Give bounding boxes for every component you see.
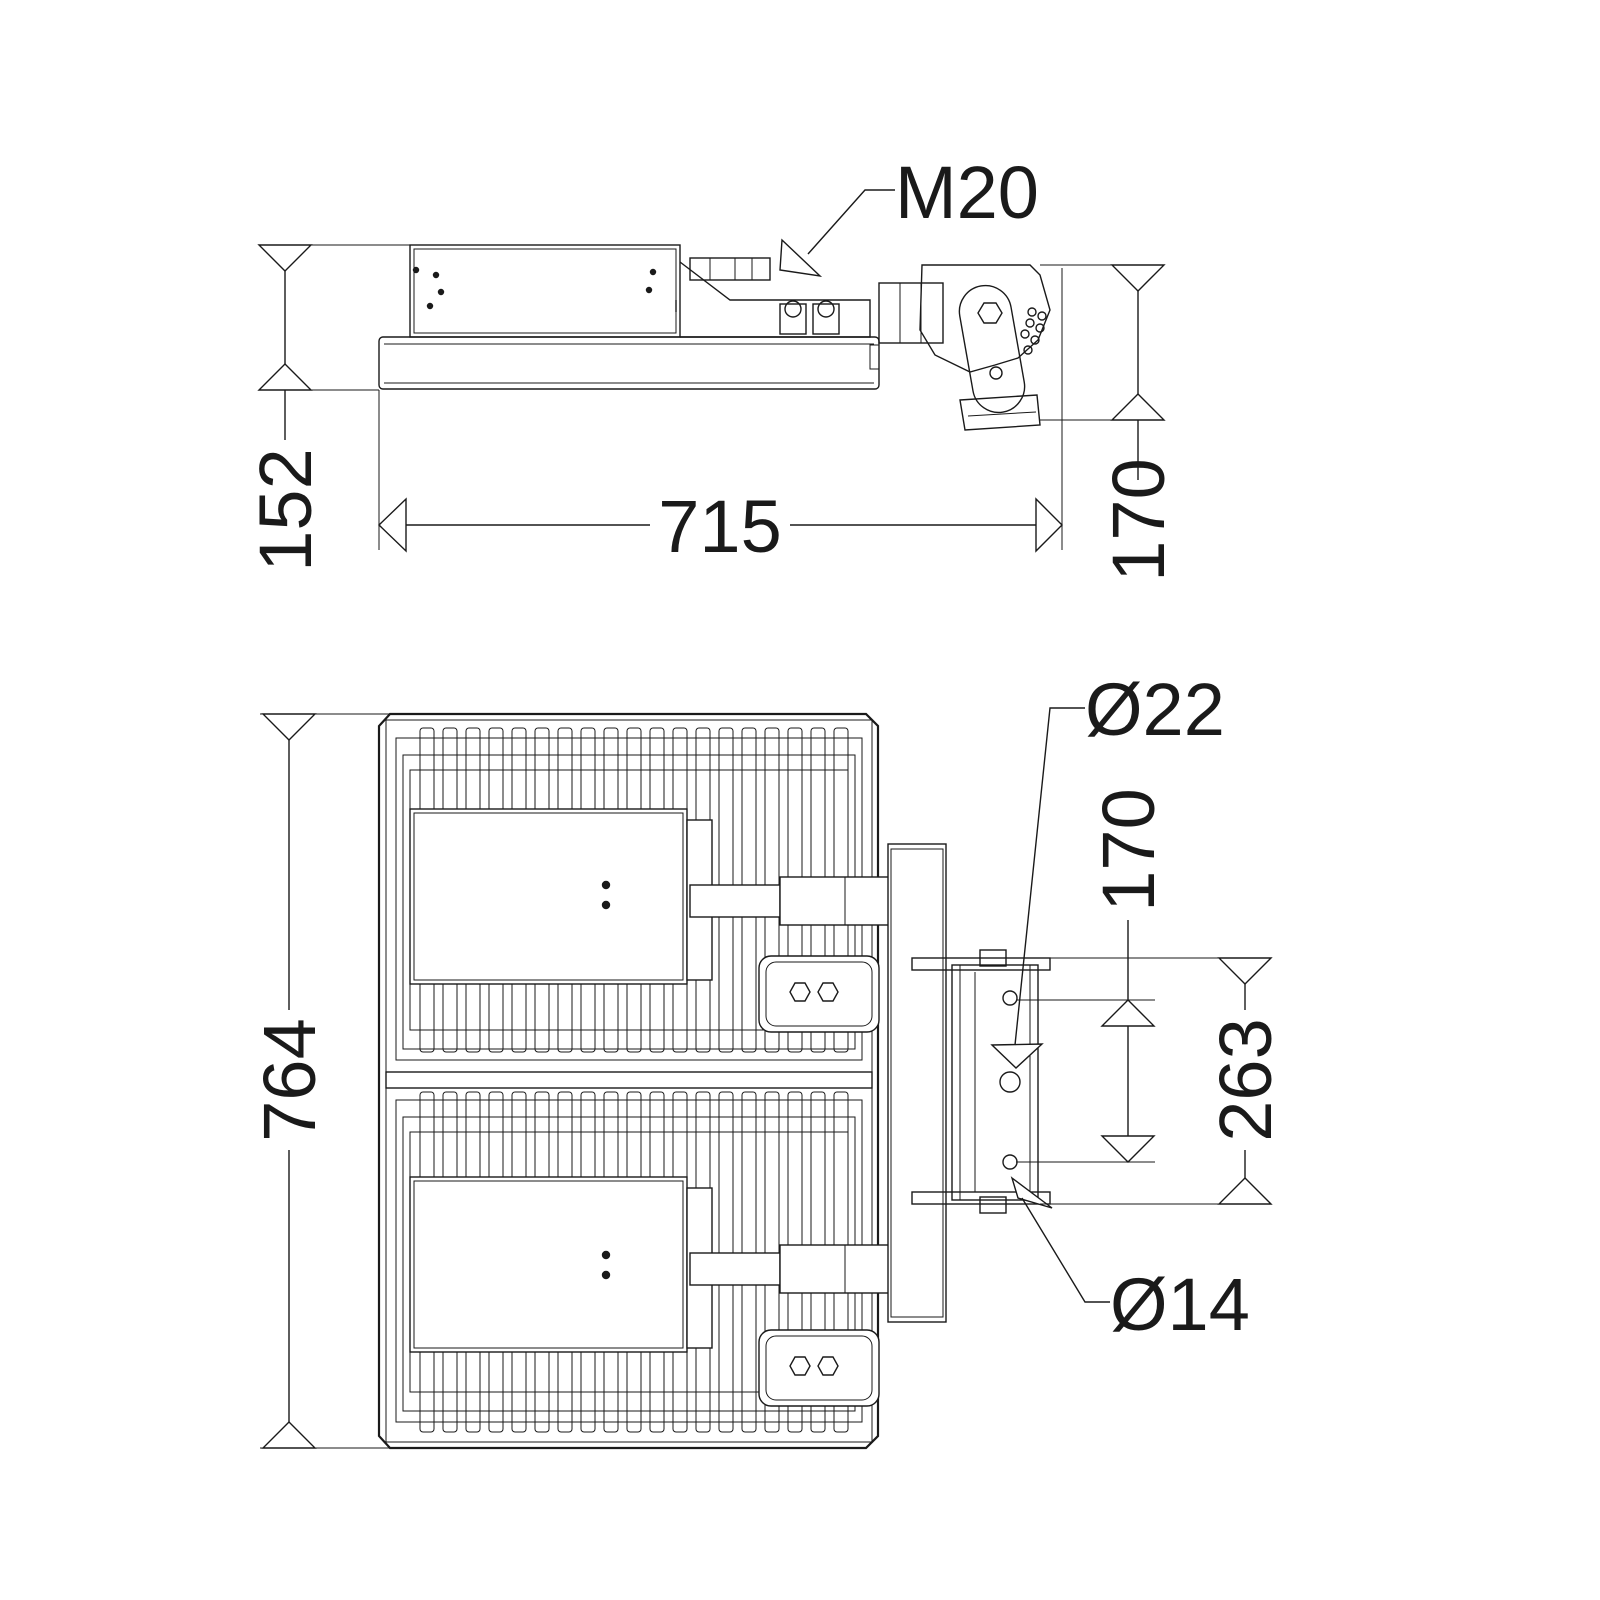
mounting-plate: [887, 843, 947, 1323]
connector-clamp: [779, 1244, 891, 1294]
label-d22: Ø22: [1085, 668, 1225, 751]
dim-side-height: 152: [244, 448, 327, 571]
rotating-arm: [958, 284, 1026, 414]
bracket-plate: [919, 264, 1051, 373]
dim-bracket-span: 263: [1204, 1018, 1287, 1141]
connector-clamp: [779, 876, 891, 926]
connector: [689, 1252, 781, 1286]
dim-hole-spacing: 170: [1087, 788, 1170, 911]
cable-gland: [812, 303, 840, 335]
label-m20: M20: [895, 151, 1039, 234]
leader-d22: [1014, 707, 1085, 1046]
connector: [689, 884, 781, 918]
lamp-body: [378, 336, 880, 390]
label-d14: Ø14: [1110, 1263, 1250, 1346]
led-module-bottom: [395, 1091, 891, 1433]
bracket-bar: [911, 957, 1051, 971]
dim-top-width: 764: [248, 1018, 331, 1141]
side-view: 152 715 170 M20: [244, 151, 1180, 582]
hole-large: [999, 1071, 1021, 1093]
top-view: 764 Ø22 170 263 Ø14: [248, 668, 1287, 1450]
mounting-arm: [878, 282, 944, 344]
led-module-top: [395, 727, 891, 1061]
dim-bracket-height: 170: [1097, 458, 1180, 581]
hole-small: [1002, 1154, 1018, 1170]
m20-connector: [689, 257, 771, 281]
cable-gland: [779, 303, 807, 335]
driver-box: [409, 244, 681, 338]
leader-d14: [1021, 1197, 1110, 1303]
driver-panel: [409, 808, 688, 985]
bracket-bar: [911, 1191, 1051, 1205]
dim-side-length: 715: [658, 485, 781, 568]
housing-frame: [377, 712, 880, 1450]
middle-bar: [385, 1071, 873, 1089]
driver-panel: [409, 1176, 688, 1353]
bracket-foot: [959, 394, 1041, 431]
hole-small: [1002, 990, 1018, 1006]
